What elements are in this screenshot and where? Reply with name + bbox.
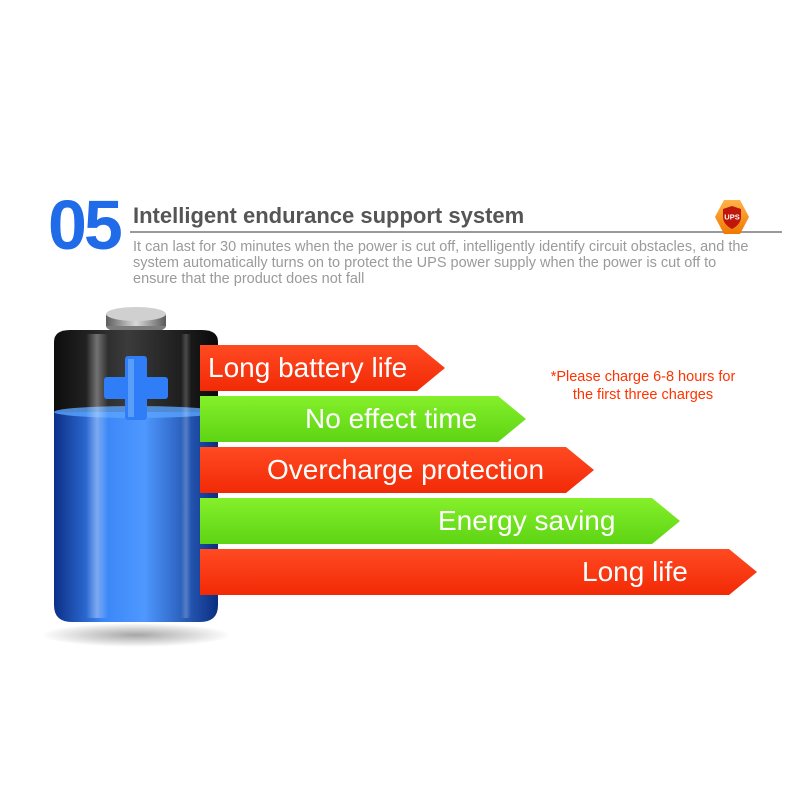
feature-overcharge-protection: Overcharge protection bbox=[200, 447, 594, 493]
section-number: 05 bbox=[48, 186, 123, 264]
title-divider bbox=[130, 231, 782, 233]
feature-long-life: Long life bbox=[200, 549, 757, 595]
section-description: It can last for 30 minutes when the powe… bbox=[133, 239, 749, 287]
plus-icon bbox=[104, 356, 168, 420]
charging-note: *Please charge 6-8 hours for the first t… bbox=[550, 369, 736, 403]
feature-no-effect-time: No effect time bbox=[200, 396, 526, 442]
feature-energy-saving: Energy saving bbox=[200, 498, 680, 544]
feature-long-battery-life: Long battery life bbox=[200, 345, 445, 391]
battery-icon bbox=[41, 307, 231, 647]
section-title: Intelligent endurance support system bbox=[133, 203, 525, 228]
ups-shield-icon: UPS bbox=[715, 200, 749, 234]
badge-label: UPS bbox=[724, 213, 739, 222]
